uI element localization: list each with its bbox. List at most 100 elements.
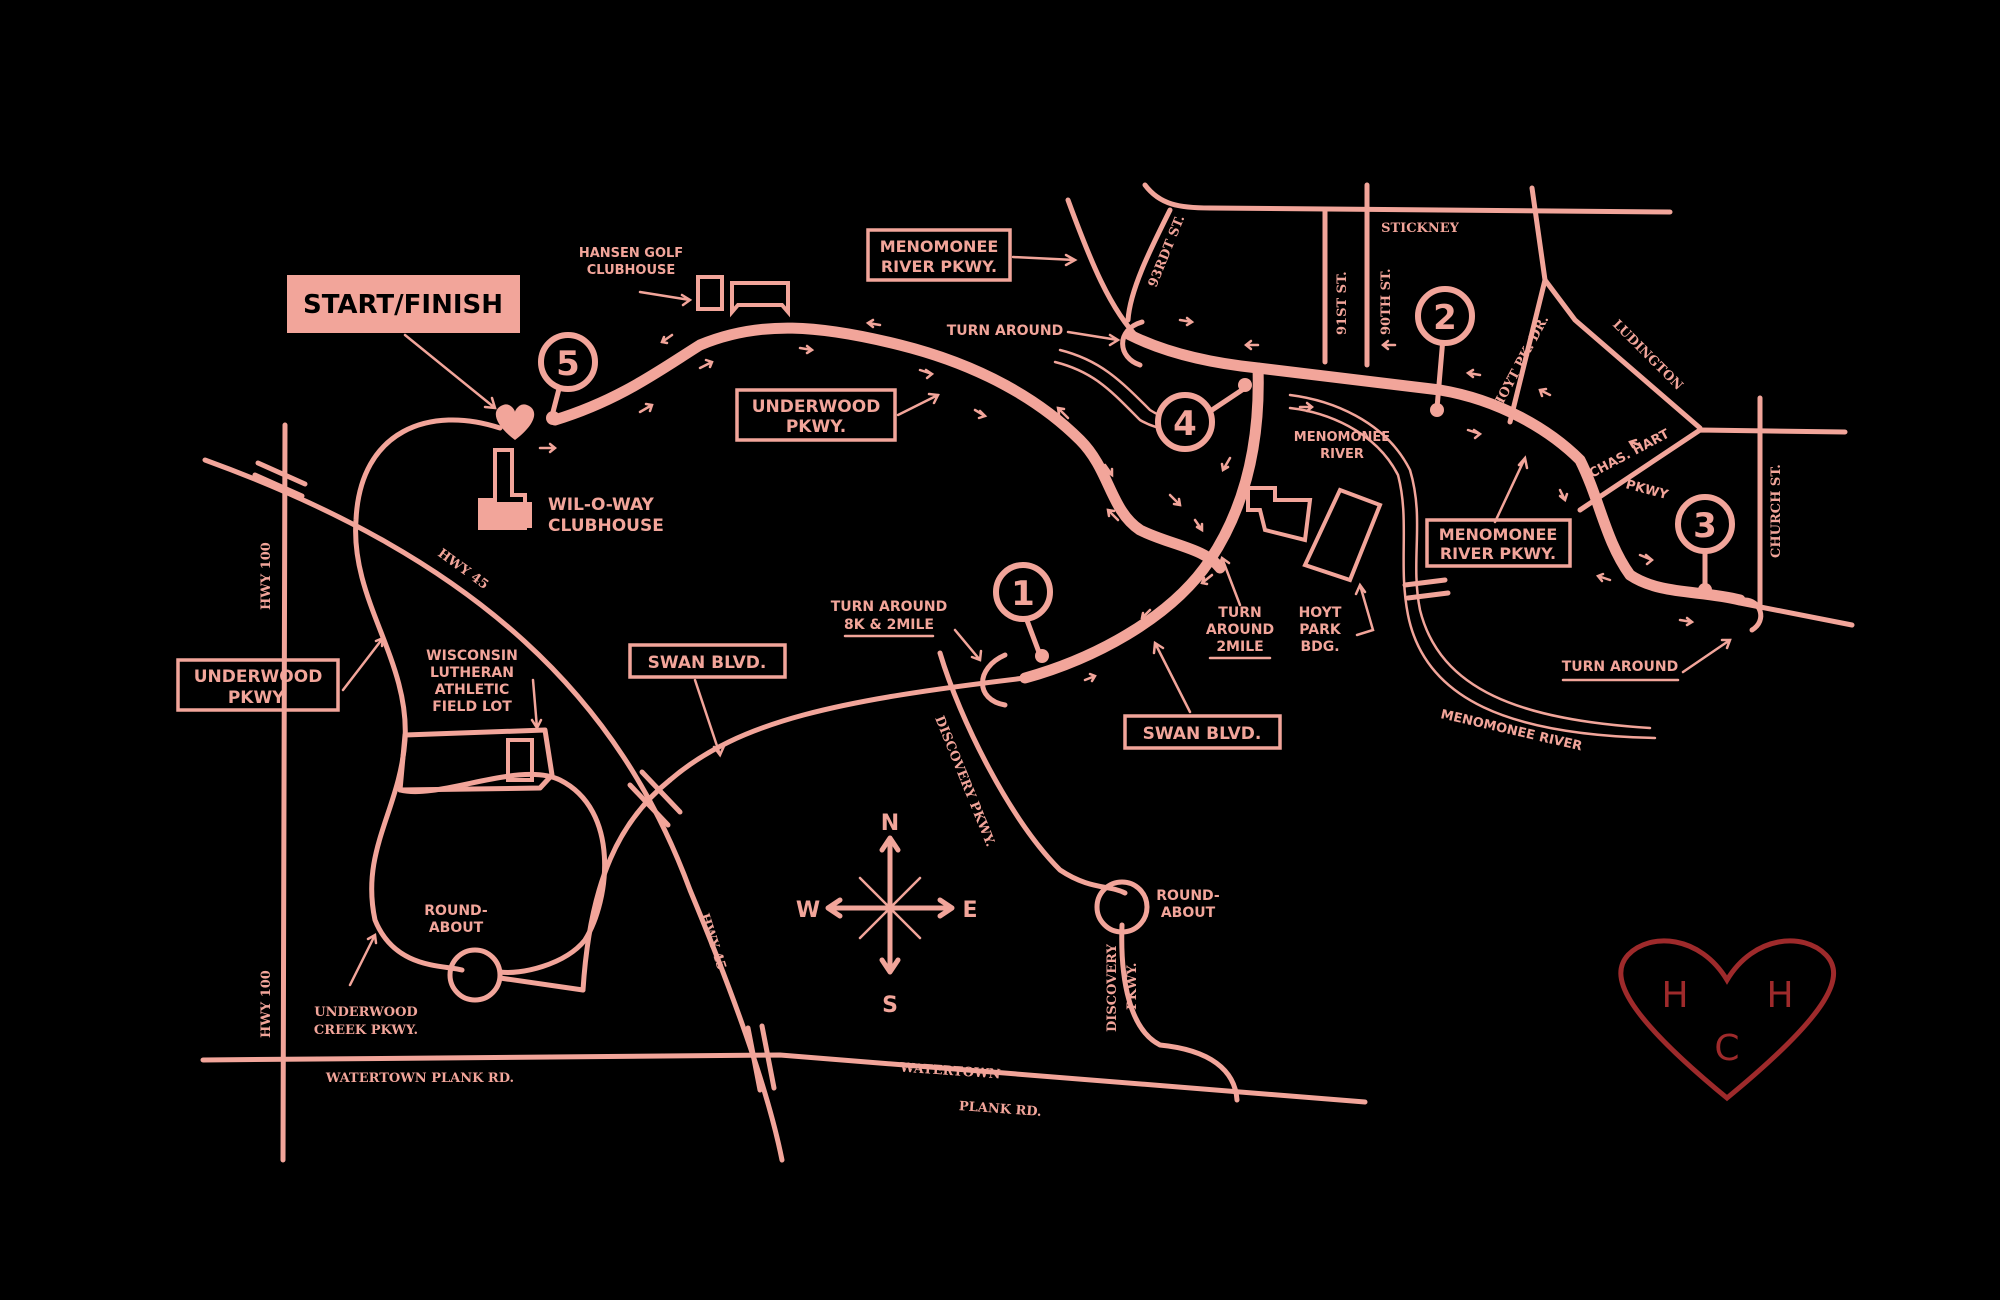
turn-around-2mile-label-2: AROUND xyxy=(1206,622,1274,638)
leader-menomonee-1 xyxy=(1011,253,1078,267)
crossing-hwy45-b xyxy=(627,782,671,828)
turn-around-top-label: TURN AROUND xyxy=(947,323,1064,339)
direction-arrow xyxy=(1538,387,1552,398)
watertown-plank-road xyxy=(200,1052,1368,1105)
underwood-pkwy-box-2: UNDERWOOD PKWY. xyxy=(176,658,340,712)
checkpoint-1: 1 xyxy=(993,562,1053,658)
menomonee-pkwy-box-2-line1: MENOMONEE xyxy=(1439,525,1558,544)
compass-n: N xyxy=(881,811,899,836)
checkpoint-4-number: 4 xyxy=(1173,404,1197,444)
hoyt-park-label-2: PARK xyxy=(1299,622,1342,638)
leader-underwood-1 xyxy=(896,392,940,417)
underwood-creek-label-1: UNDERWOOD xyxy=(314,1005,417,1020)
chas-hart-label-2: PKWY xyxy=(1624,477,1670,503)
compass-e: E xyxy=(962,898,977,923)
chas-hart-road xyxy=(1577,427,1848,513)
direction-arrows xyxy=(538,316,1695,683)
underwood-pkwy-box-2-frame xyxy=(176,658,340,712)
watertown-plank-left-label: WATERTOWN PLANK RD. xyxy=(325,1071,514,1086)
underwood-pkwy-box-1-frame xyxy=(735,388,897,442)
hansen-clubhouse-bldg-b xyxy=(730,281,790,318)
map-labels: HANSEN GOLF CLUBHOUSE WIL-O-WAY CLUBHOUS… xyxy=(314,246,1680,1038)
route-underwood-pkwy xyxy=(549,322,1226,574)
crossing-watertown-b xyxy=(759,1023,777,1091)
checkpoint-3: 3 xyxy=(1675,494,1735,591)
hoyt-pk-dr-label: HOYT PK. DR. xyxy=(1490,313,1552,412)
93rd-st-road xyxy=(1125,207,1173,323)
compass-s: S xyxy=(882,993,898,1018)
crossing-river-b xyxy=(1405,590,1451,601)
direction-arrow xyxy=(698,358,714,370)
roads xyxy=(200,182,1855,1163)
swan-blvd-box-2: SWAN BLVD. xyxy=(1123,714,1282,750)
90th-st-label: 90TH ST. xyxy=(1379,269,1394,336)
checkpoint-2-circle xyxy=(1415,286,1475,346)
hansen-clubhouse-label-1: HANSEN GOLF xyxy=(579,246,683,261)
direction-arrow xyxy=(1558,488,1569,503)
compass-arrow-s xyxy=(879,957,901,975)
direction-arrow xyxy=(1628,438,1642,449)
stickney-road xyxy=(1142,182,1673,215)
menomonee-pkwy-box-2: MENOMONEE RIVER PKWY. xyxy=(1425,518,1572,568)
hch-heart-outline xyxy=(1618,938,1837,1102)
checkpoint-5-circle xyxy=(538,332,598,392)
checkpoint-5: 5 xyxy=(538,332,598,415)
menomonee-river-line-1 xyxy=(1288,393,1652,730)
direction-arrow xyxy=(1220,456,1232,473)
crossing-hwy100-a xyxy=(255,460,308,487)
direction-arrow xyxy=(538,442,558,454)
buildings xyxy=(478,275,1383,583)
underwood-creek-pkwy-road xyxy=(353,417,503,973)
checkpoint-1-circle xyxy=(993,562,1053,622)
direction-arrow xyxy=(1106,508,1120,522)
direction-arrow xyxy=(1380,339,1397,351)
compass-rose: N S E W xyxy=(796,811,978,1018)
compass-arrow-e xyxy=(937,897,955,919)
leader-hansen xyxy=(638,290,693,307)
swan-blvd-box-2-frame xyxy=(1123,714,1282,750)
direction-arrow xyxy=(1243,339,1260,351)
checkpoint-4-circle xyxy=(1155,392,1215,452)
menomonee-pkwy-box-2-frame xyxy=(1425,518,1572,568)
hch-logo-right: H xyxy=(1766,975,1793,1016)
swan-south-road xyxy=(580,777,673,993)
building-near-4 xyxy=(1246,486,1313,543)
hoyt-park-label-1: HOYT xyxy=(1299,605,1342,621)
leader-8k xyxy=(953,628,983,662)
direction-arrow xyxy=(1200,573,1214,586)
checkpoint-2-pin xyxy=(1434,335,1446,411)
compass-diag-2 xyxy=(858,876,922,940)
leader-underwood-creek xyxy=(348,932,378,987)
direction-arrow xyxy=(1178,316,1195,327)
discovery-pkwy-label-top: DISCOVERY PKWY. xyxy=(931,714,997,849)
direction-arrow xyxy=(1193,518,1204,533)
hwy-100-road xyxy=(280,422,288,1163)
wiloway-clubhouse-label-2: CLUBHOUSE xyxy=(548,516,664,536)
swan-blvd-box-1: SWAN BLVD. xyxy=(628,643,787,679)
direction-arrow xyxy=(660,333,674,345)
field-lot-road xyxy=(397,771,608,976)
menomonee-pkwy-box-1-line1: MENOMONEE xyxy=(880,237,999,256)
hoyt-park-bdg xyxy=(1302,487,1383,583)
discovery-pkwy-road xyxy=(937,650,1128,896)
race-route xyxy=(549,322,1746,783)
roundabout-right-label-2: ABOUT xyxy=(1161,905,1216,921)
start-dot xyxy=(546,411,560,425)
leader-2mile xyxy=(1217,555,1242,607)
leader-lines xyxy=(341,253,1732,987)
checkpoint-2: 2 xyxy=(1415,286,1475,411)
watertown-plank-right-label-1: WATERTOWN xyxy=(898,1060,1001,1082)
underwood-pkwy-box-1: UNDERWOOD PKWY. xyxy=(735,388,897,442)
direction-arrow xyxy=(1298,401,1315,413)
direction-arrow xyxy=(1466,428,1483,440)
leader-turnaround-top xyxy=(1066,330,1121,347)
crossing-river-a xyxy=(1402,577,1448,588)
leader-menomonee-2 xyxy=(1493,455,1529,524)
hansen-clubhouse-label-2: CLUBHOUSE xyxy=(587,263,676,278)
compass-arrow-n xyxy=(879,835,901,853)
start-finish-box: START/FINISH xyxy=(287,275,520,333)
underwood-pkwy-box-2-line2: PKWY. xyxy=(228,688,288,708)
turnarounds xyxy=(980,319,1764,708)
stickney-label: STICKNEY xyxy=(1381,221,1460,236)
hch-heart-logo: H H C xyxy=(1618,938,1837,1102)
